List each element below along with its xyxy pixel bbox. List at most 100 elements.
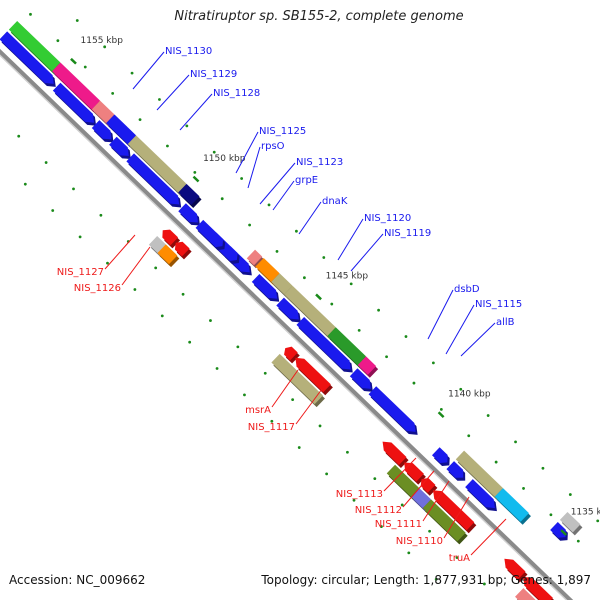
tick-dot <box>357 328 361 332</box>
forward-label-leader <box>132 51 165 90</box>
reverse-gene-label: NIS_1117 <box>248 422 295 433</box>
forward-cds-1 <box>52 82 95 123</box>
forward-gene-7 <box>255 258 280 282</box>
tick-dot <box>412 381 416 385</box>
forward-cds-extra <box>550 522 566 538</box>
forward-label-leader <box>350 233 384 272</box>
tick-dot <box>44 161 48 164</box>
tick-dot <box>181 292 185 296</box>
tick-dot <box>373 477 377 481</box>
forward-cds-10 <box>276 297 299 320</box>
forward-gene-1 <box>52 62 101 110</box>
reverse-gene-label: NIS_1111 <box>375 519 422 530</box>
tick-dot <box>138 118 142 122</box>
scale-major-tick <box>560 529 568 536</box>
forward-gene-3 <box>106 114 137 144</box>
tick-dot <box>459 387 463 391</box>
tick-dot <box>549 513 553 517</box>
tick-dot <box>243 393 246 397</box>
scale-major-tick <box>437 411 445 419</box>
tick-dot <box>404 335 408 338</box>
scale-tick-label: 1140 kbp <box>448 390 491 400</box>
forward-label-leader <box>235 131 259 174</box>
tick-dot <box>215 367 219 370</box>
forward-label-leader <box>179 93 213 131</box>
reverse-gene-label: NIS_1127 <box>57 267 104 278</box>
forward-gene-label: NIS_1128 <box>213 88 260 99</box>
tick-dot <box>297 446 301 449</box>
tick-dot <box>154 266 158 270</box>
tick-dot <box>17 134 21 138</box>
reverse-cds-4 <box>382 441 407 466</box>
reverse-gene-2 <box>271 353 323 405</box>
tick-dot <box>494 460 498 464</box>
forward-gene-11 <box>357 356 377 375</box>
tick-dot <box>130 71 134 75</box>
forward-gene-4 <box>127 135 187 193</box>
forward-label-leader <box>337 218 364 261</box>
forward-cds-2 <box>91 120 112 140</box>
forward-gene-label: dsbD <box>454 284 480 295</box>
tick-dot <box>434 577 438 581</box>
tick-dot <box>99 213 103 217</box>
tick-dot <box>318 424 322 428</box>
forward-label-leader <box>259 162 296 205</box>
reverse-gene-1 <box>157 244 178 265</box>
tick-dot <box>193 170 197 174</box>
tick-dot <box>56 39 60 43</box>
tick-dot <box>576 539 580 543</box>
tick-dot <box>275 249 279 253</box>
reverse-cds-5 <box>404 462 424 482</box>
forward-gene-0 <box>8 20 61 72</box>
reverse-label-leader <box>271 369 299 408</box>
forward-label-leader <box>460 322 496 357</box>
tick-dot <box>431 361 435 365</box>
reverse-label-leader <box>470 518 507 556</box>
reverse-gene-3 <box>386 464 420 497</box>
backbone-line <box>0 48 578 604</box>
scale-major-tick <box>192 175 200 183</box>
tick-dot <box>75 19 79 22</box>
tick-dot <box>541 466 545 470</box>
tick-dot <box>212 150 216 154</box>
tick-dot <box>352 498 356 502</box>
tick-dot <box>291 398 295 401</box>
tick-dot <box>185 124 189 128</box>
tick-dot <box>380 525 383 528</box>
reverse-cds-7 <box>433 490 475 531</box>
reverse-cds-0 <box>162 229 179 246</box>
tick-dot <box>325 472 329 476</box>
forward-gene-label: allB <box>496 317 515 328</box>
forward-cds-16 <box>465 479 495 509</box>
forward-gene-8 <box>271 273 293 295</box>
forward-gene-label: NIS_1120 <box>364 213 411 224</box>
tick-dot <box>322 256 326 259</box>
reverse-gene-4 <box>411 488 432 509</box>
forward-cds-8 <box>222 246 238 261</box>
forward-cds-7 <box>208 232 224 248</box>
tick-dot <box>248 223 252 227</box>
forward-gene-label: dnaK <box>322 196 348 207</box>
reverse-label-leader <box>121 246 151 286</box>
tick-dot <box>111 91 115 95</box>
tick-dot <box>263 371 267 375</box>
tick-dot <box>158 98 161 101</box>
forward-gene-10 <box>327 327 367 366</box>
map-title: Nitratiruptor sp. SB155-2, complete geno… <box>174 9 464 24</box>
tick-dot <box>400 503 404 507</box>
tick-dot <box>209 319 212 322</box>
forward-label-leader <box>247 146 261 189</box>
forward-gene-extra <box>559 511 581 533</box>
tick-dot <box>51 209 55 212</box>
reverse-label-leader <box>422 480 450 522</box>
forward-gene-label: grpE <box>295 175 318 186</box>
forward-gene-13 <box>494 488 529 522</box>
forward-cds-14 <box>431 447 448 463</box>
forward-cds-12 <box>349 368 371 389</box>
forward-cds-5 <box>178 203 198 223</box>
reverse-gene-label: truA <box>449 553 470 564</box>
forward-gene-5 <box>178 183 200 205</box>
tick-dot <box>295 229 298 233</box>
scale-major-tick <box>70 57 77 65</box>
